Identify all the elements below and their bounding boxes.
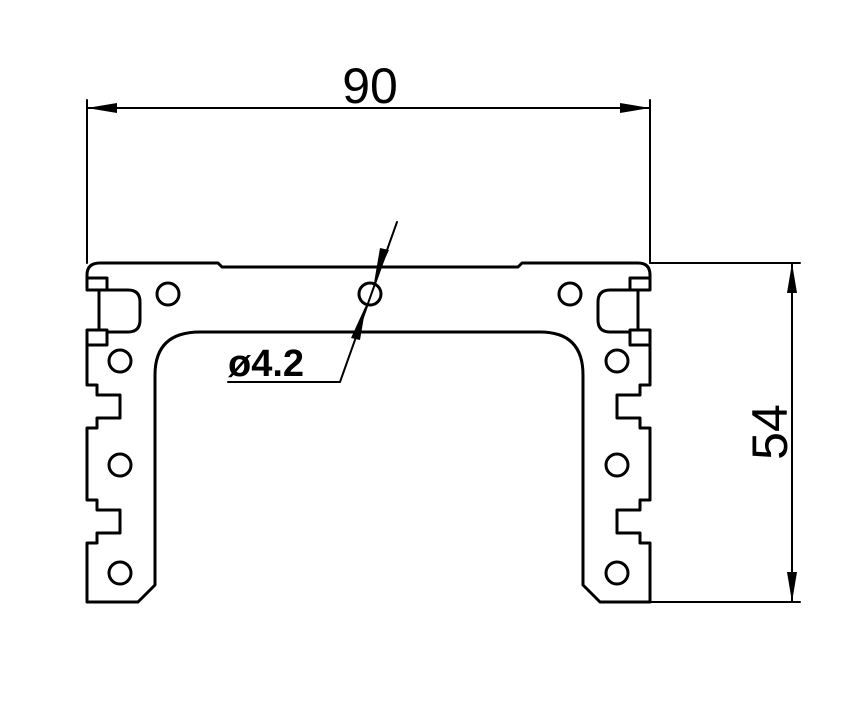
hole <box>604 348 630 374</box>
hole <box>107 560 133 586</box>
profile-outline <box>85 261 652 604</box>
hole <box>604 452 630 478</box>
hole <box>107 348 133 374</box>
arrow-upper <box>374 248 389 283</box>
hole <box>604 560 630 586</box>
hole-center <box>357 281 383 307</box>
hole-diameter-label: ø4.2 <box>228 343 304 385</box>
leader-line <box>339 221 398 383</box>
width-dimension: 90 <box>86 58 651 264</box>
arrow-left <box>87 103 117 113</box>
arrow-bottom <box>787 572 797 602</box>
hole <box>107 452 133 478</box>
height-label: 54 <box>742 404 798 460</box>
height-dimension: 54 <box>649 262 801 603</box>
top-left-slot <box>85 276 142 347</box>
hole-dimension: ø4.2 <box>227 221 398 385</box>
arrow-right <box>620 103 650 113</box>
arrow-top <box>787 263 797 293</box>
width-label: 90 <box>342 58 398 114</box>
hole <box>155 281 181 307</box>
arrow-lower <box>351 305 366 340</box>
top-right-slot <box>596 276 652 347</box>
hole <box>557 281 583 307</box>
